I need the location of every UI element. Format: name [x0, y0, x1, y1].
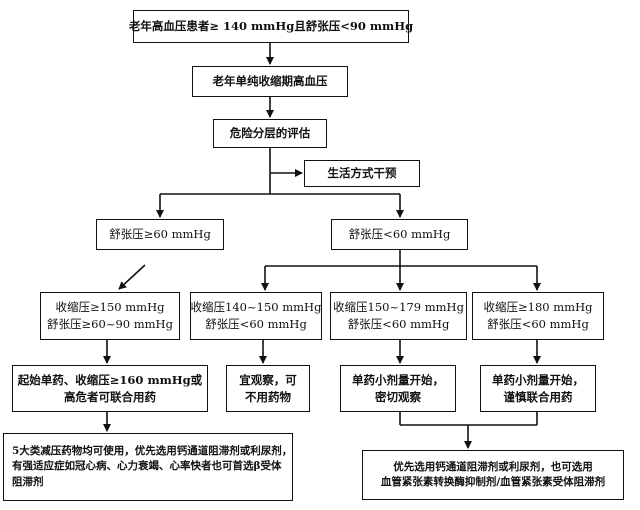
node-e-line: 血管紧张素转换酶抑制剂/血管紧张素受体阻滞剂 [380, 476, 606, 488]
node-b2-line: 宜观察，可 [239, 372, 297, 387]
node-d1: 收缩压≥180 mmHg 舒张压<60 mmHg [472, 292, 604, 340]
node-d2: 单药小剂量开始， 谨慎联合用药 [480, 365, 596, 412]
node-a2-line: 高危者可联合用药 [64, 389, 156, 404]
node-a2-line: 起始单药、收缩压≥160 mmHg或 [17, 372, 203, 387]
node-b1: 收缩压140~150 mmHg 舒张压<60 mmHg [190, 292, 322, 340]
node-dbp-high-text: 舒张压≥60 mmHg [109, 227, 211, 242]
node-a1-line: 舒张压≥60~90 mmHg [47, 317, 173, 331]
node-elderly-hypertension-text: 老年高血压患者≥ 140 mmHg且舒张压<90 mmHg [128, 19, 414, 34]
node-d2-line: 单药小剂量开始， [492, 372, 584, 387]
node-b2: 宜观察，可 不用药物 [226, 365, 310, 412]
node-a3-line: 有强适应症如冠心病、心力衰竭、心率快者也可首选β受体 [12, 460, 282, 473]
node-b2-line: 不用药物 [245, 389, 291, 404]
node-c2-line: 单药小剂量开始， [352, 372, 444, 387]
node-c2: 单药小剂量开始， 密切观察 [340, 365, 456, 412]
node-risk-assessment: 危险分层的评估 [213, 119, 327, 148]
node-dbp-low: 舒张压<60 mmHg [331, 219, 468, 250]
node-dbp-high: 舒张压≥60 mmHg [96, 219, 224, 250]
node-d2-line: 谨慎联合用药 [503, 389, 573, 404]
diagonal-arrow [118, 264, 146, 290]
node-a3-line: 5大类减压药物均可使用，优先选用钙通道阻滞剂或利尿剂， [12, 445, 293, 458]
node-dbp-low-text: 舒张压<60 mmHg [348, 227, 451, 242]
node-c1-line: 舒张压<60 mmHg [347, 317, 450, 331]
node-isolated-systolic: 老年单纯收缩期高血压 [192, 66, 348, 97]
node-lifestyle-text: 生活方式干预 [327, 166, 397, 181]
node-isolated-systolic-text: 老年单纯收缩期高血压 [212, 74, 328, 89]
node-c2-line: 密切观察 [375, 389, 421, 404]
node-a1: 收缩压≥150 mmHg 舒张压≥60~90 mmHg [40, 292, 180, 340]
node-a3-line: 阻滞剂 [12, 475, 44, 488]
node-e-line: 优先选用钙通道阻滞剂或利尿剂，也可选用 [393, 460, 593, 473]
node-d1-line: 收缩压≥180 mmHg [483, 300, 593, 315]
node-lifestyle: 生活方式干预 [304, 160, 420, 187]
node-d1-line: 舒张压<60 mmHg [487, 317, 589, 331]
node-a2: 起始单药、收缩压≥160 mmHg或 高危者可联合用药 [12, 365, 208, 412]
node-c1: 收缩压150~179 mmHg 舒张压<60 mmHg [330, 292, 467, 340]
node-a1-line: 收缩压≥150 mmHg [55, 300, 165, 315]
node-a3: 5大类减压药物均可使用，优先选用钙通道阻滞剂或利尿剂， 有强适应症如冠心病、心力… [3, 433, 293, 501]
node-e: 优先选用钙通道阻滞剂或利尿剂，也可选用 血管紧张素转换酶抑制剂/血管紧张素受体阻… [362, 450, 624, 500]
node-b1-line: 收缩压140~150 mmHg [190, 300, 322, 315]
node-risk-assessment-text: 危险分层的评估 [229, 126, 311, 141]
node-c1-line: 收缩压150~179 mmHg [333, 300, 464, 315]
node-b1-line: 舒张压<60 mmHg [205, 317, 307, 331]
node-elderly-hypertension: 老年高血压患者≥ 140 mmHg且舒张压<90 mmHg [129, 10, 413, 43]
